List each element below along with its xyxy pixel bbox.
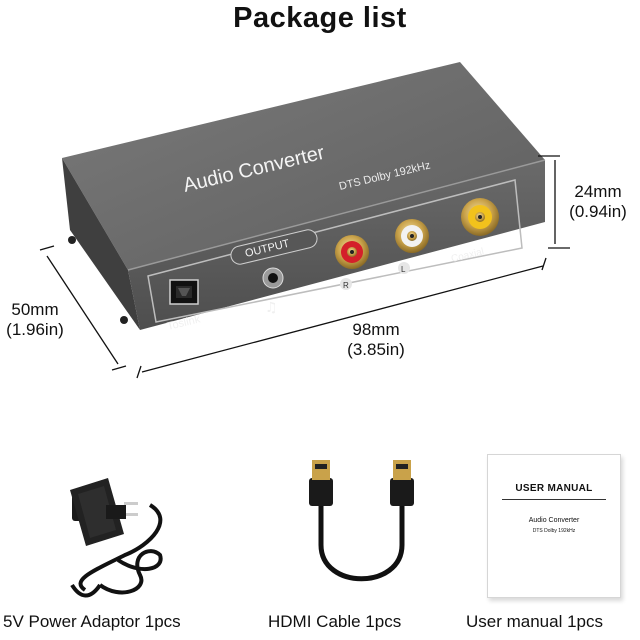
- width-in: (3.85in): [347, 340, 405, 359]
- depth-mm: 50mm: [11, 300, 59, 319]
- width-dimension: 98mm (3.85in): [326, 320, 426, 360]
- coaxial-label: Coaxial: [450, 246, 485, 264]
- rca-left-jack: [395, 219, 429, 253]
- depth-in: (1.96in): [6, 320, 64, 339]
- rca-right-label: R: [343, 281, 349, 290]
- caption-hdmi-cable: HDMI Cable 1pcs: [268, 612, 402, 631]
- audio-converter-device: Audio Converter DTS Dolby 192kHz OUTPUT …: [62, 62, 546, 333]
- width-mm: 98mm: [352, 320, 400, 339]
- user-manual-icon: USER MANUAL Audio Converter DTS Dolby 19…: [487, 454, 621, 598]
- manual-heading: USER MANUAL: [515, 483, 593, 494]
- manual-subtitle: Audio Converter: [528, 517, 580, 524]
- rca-left-label: L: [401, 265, 406, 274]
- depth-dimension: 50mm (1.96in): [2, 300, 68, 340]
- height-mm: 24mm: [574, 182, 622, 201]
- height-in: (0.94in): [569, 202, 627, 221]
- manual-divider: [502, 499, 606, 500]
- headphone-jack: [262, 267, 284, 289]
- coaxial-jack: [461, 198, 499, 236]
- dimension-lines: [39, 155, 570, 379]
- hdmi-cable-icon: [309, 460, 414, 582]
- caption-power-adaptor: 5V Power Adaptor 1pcs: [3, 612, 181, 631]
- manual-subtitle-2: DTS Dolby 192kHz: [532, 528, 576, 534]
- headphone-icon: ♫: [265, 300, 278, 316]
- rca-right-jack: [335, 235, 369, 269]
- height-dimension: 24mm (0.94in): [556, 182, 640, 222]
- caption-user-manual: User manual 1pcs: [466, 612, 604, 631]
- power-adaptor-icon: [70, 478, 163, 598]
- page-title: Package list: [233, 2, 407, 34]
- toslink-port: [169, 279, 199, 305]
